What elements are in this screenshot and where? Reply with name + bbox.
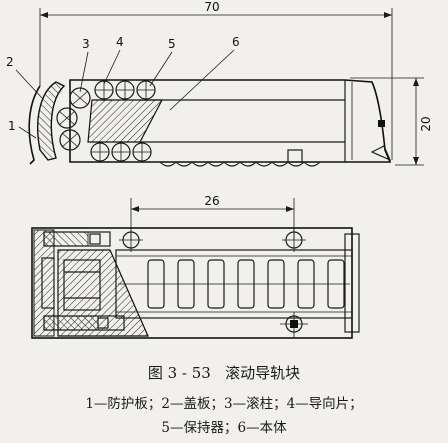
- dimension-20: 20: [350, 77, 433, 166]
- figure-caption: 图 3 - 53 滚动导轨块: [0, 366, 448, 381]
- part-label-5: 5: [168, 37, 176, 51]
- part-label-4: 4: [116, 35, 124, 49]
- top-view: 70 20: [6, 0, 433, 167]
- end-return-rollers: [56, 87, 91, 151]
- figure-legend-line-2: 5—保持器；6—本体: [161, 420, 287, 436]
- dimension-70-label: 70: [204, 0, 219, 14]
- top-roller-row: [94, 80, 156, 100]
- body-hatch: [87, 99, 163, 143]
- cover-plate: [37, 81, 66, 161]
- plan-rollers: [118, 259, 350, 309]
- part-label-1: 1: [8, 119, 16, 133]
- plan-body-hatch: [57, 249, 149, 337]
- figure-number: 图 3 - 53: [147, 364, 211, 382]
- part-label-6: 6: [232, 35, 240, 49]
- dimension-26: 26: [130, 194, 295, 240]
- plan-holes: [119, 228, 308, 338]
- bottom-roller-row: [90, 142, 321, 167]
- part-leaders: 1 2 3 4 5 6: [6, 35, 240, 139]
- figure-legend-line-1: 1—防护板；2—盖板；3—滚柱；4—导向片；: [85, 396, 363, 412]
- dimension-70: 70: [39, 0, 393, 160]
- figure-title: 滚动导轨块: [225, 364, 301, 382]
- plan-roller-cage: [115, 249, 353, 319]
- dimension-20-label: 20: [419, 116, 433, 131]
- bottom-view: 26: [31, 194, 360, 339]
- part-label-3: 3: [82, 37, 90, 51]
- part-label-2: 2: [6, 55, 14, 69]
- dimension-26-label: 26: [204, 194, 219, 208]
- rolling-guide-block-drawing: 70 20: [6, 0, 433, 339]
- block-body-outline: [69, 79, 392, 163]
